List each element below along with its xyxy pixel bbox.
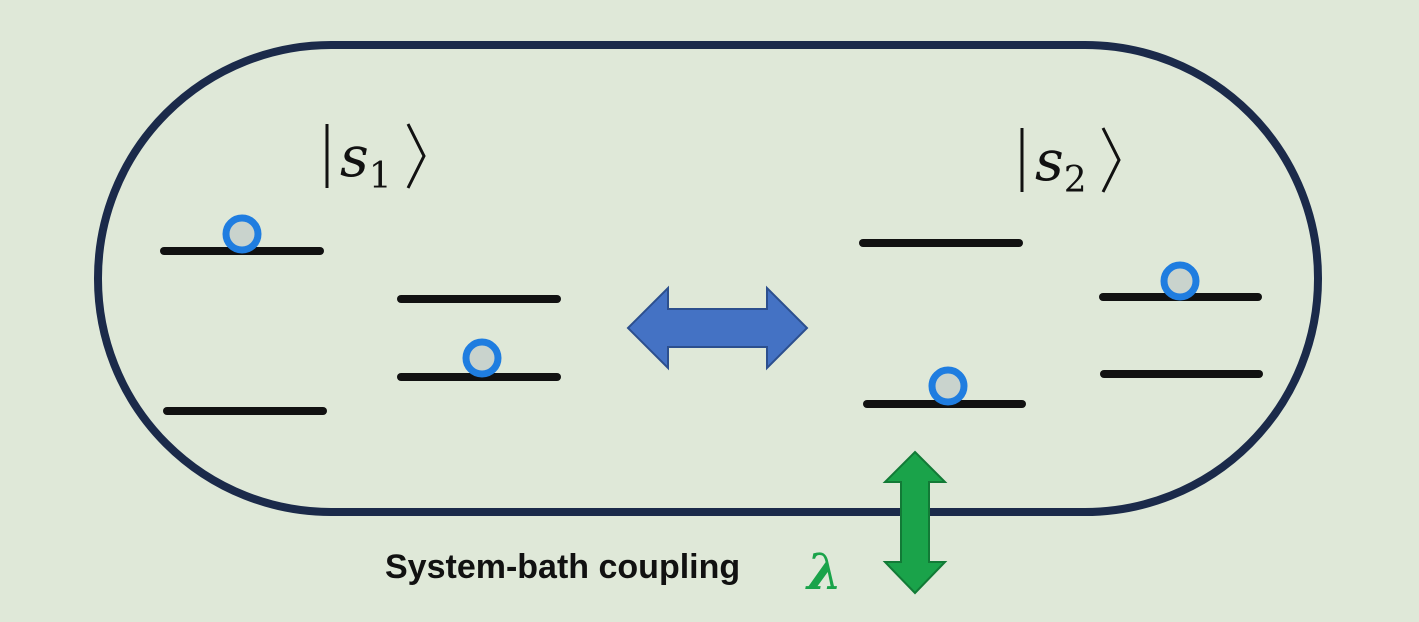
coupling-arrow-icon xyxy=(882,450,948,595)
particle-icon xyxy=(462,338,502,378)
svg-text:s2: s2 xyxy=(1035,129,1087,201)
ket-s1-letter: s xyxy=(340,125,369,190)
state-1-levels xyxy=(160,214,561,415)
state-2-levels xyxy=(859,239,1263,408)
svg-text:s1: s1 xyxy=(340,125,392,197)
particle-icon xyxy=(222,214,262,254)
particle-icon xyxy=(928,366,968,406)
ket-s2-letter: s xyxy=(1035,129,1064,194)
exchange-arrow-icon xyxy=(626,285,809,371)
system-boundary xyxy=(94,41,1322,516)
ket-s1-subscript: 1 xyxy=(369,156,392,197)
ket-s2-subscript: 2 xyxy=(1064,160,1087,201)
coupling-symbol: λ xyxy=(805,542,842,601)
ket-s1: s1 xyxy=(325,123,426,197)
particle-icon xyxy=(1160,261,1200,301)
ket-s2: s2 xyxy=(1020,127,1121,201)
coupling-caption: System-bath coupling xyxy=(385,548,740,586)
